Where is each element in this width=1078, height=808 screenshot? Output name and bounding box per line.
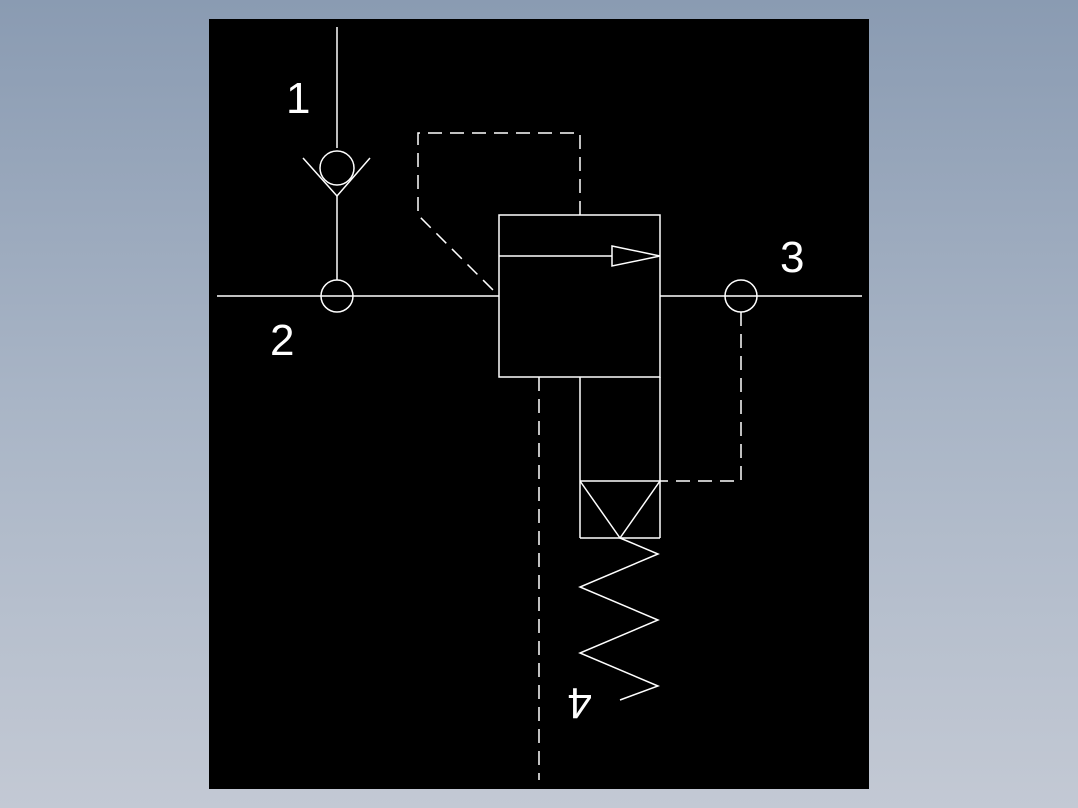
port-label-1: 1 [286, 74, 310, 123]
drawing-canvas[interactable]: 1 2 3 4 [209, 19, 869, 789]
port-2-junction [320, 279, 354, 313]
pilot-line-upper [417, 132, 581, 297]
pilot-line-outlet [660, 312, 742, 482]
hydraulic-valve-schematic: 1 2 3 4 [209, 19, 869, 789]
flow-arrow-head [611, 245, 661, 267]
spring [578, 537, 661, 701]
check-valve-seat [302, 157, 371, 198]
port-label-3: 3 [780, 233, 804, 282]
check-valve-ball [319, 150, 355, 186]
port-label-4: 4 [568, 678, 592, 727]
port-label-2: 2 [270, 316, 294, 365]
